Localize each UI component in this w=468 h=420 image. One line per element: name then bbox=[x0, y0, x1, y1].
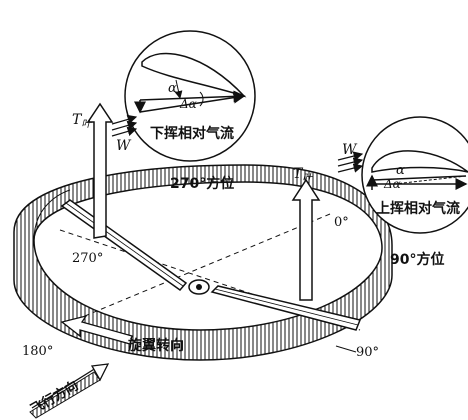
deg-90-label: 90° bbox=[356, 345, 379, 360]
deg-180-label: 180° bbox=[22, 344, 53, 359]
thrust-arrow-right bbox=[291, 178, 321, 301]
thrust-left-sub: 叶 bbox=[81, 118, 92, 130]
wind-arrows-left bbox=[111, 114, 138, 137]
deg-0-label: 0° bbox=[334, 215, 349, 230]
svg-text:T叶: T叶 bbox=[72, 112, 92, 130]
thrust-left-label: T bbox=[72, 112, 83, 128]
airfoil-90 bbox=[371, 150, 468, 173]
flight-direction-label: 飞行方向 bbox=[28, 378, 81, 418]
wind-arrows-right bbox=[337, 151, 364, 173]
disc-top-face bbox=[33, 181, 383, 331]
rotor-blades bbox=[60, 199, 362, 331]
inset-270 bbox=[124, 30, 256, 162]
axis-0-180 bbox=[79, 213, 331, 319]
azimuth-90-label: 90°方位 bbox=[390, 251, 444, 268]
alpha-label-left: α bbox=[168, 81, 177, 96]
deg-270-label: 270° bbox=[72, 251, 103, 266]
w-label-left: W bbox=[116, 138, 132, 154]
delta-alpha-label-right: Δα bbox=[383, 177, 401, 191]
flight-direction-arrow bbox=[29, 363, 110, 419]
downflow-label: 下挥相对气流 bbox=[150, 125, 234, 142]
alpha-label-right: α bbox=[396, 163, 405, 178]
thrust-right-sub: 叶 bbox=[302, 172, 313, 184]
thrust-right-label: T bbox=[293, 166, 304, 182]
delta-alpha-label-left: Δα bbox=[179, 97, 197, 111]
blade-90 bbox=[210, 285, 362, 331]
svg-text:T叶: T叶 bbox=[293, 166, 313, 184]
inset-90 bbox=[361, 116, 468, 234]
azimuth-270-label: 270°方位 bbox=[170, 175, 234, 192]
rotor-disc bbox=[13, 164, 393, 361]
thrust-arrow-left bbox=[86, 102, 114, 239]
upflow-label: 上挥相对气流 bbox=[376, 200, 460, 217]
rotation-arrow bbox=[60, 314, 133, 345]
w-label-right: W bbox=[342, 142, 358, 158]
rotation-label: 旋翼转向 bbox=[127, 337, 184, 354]
